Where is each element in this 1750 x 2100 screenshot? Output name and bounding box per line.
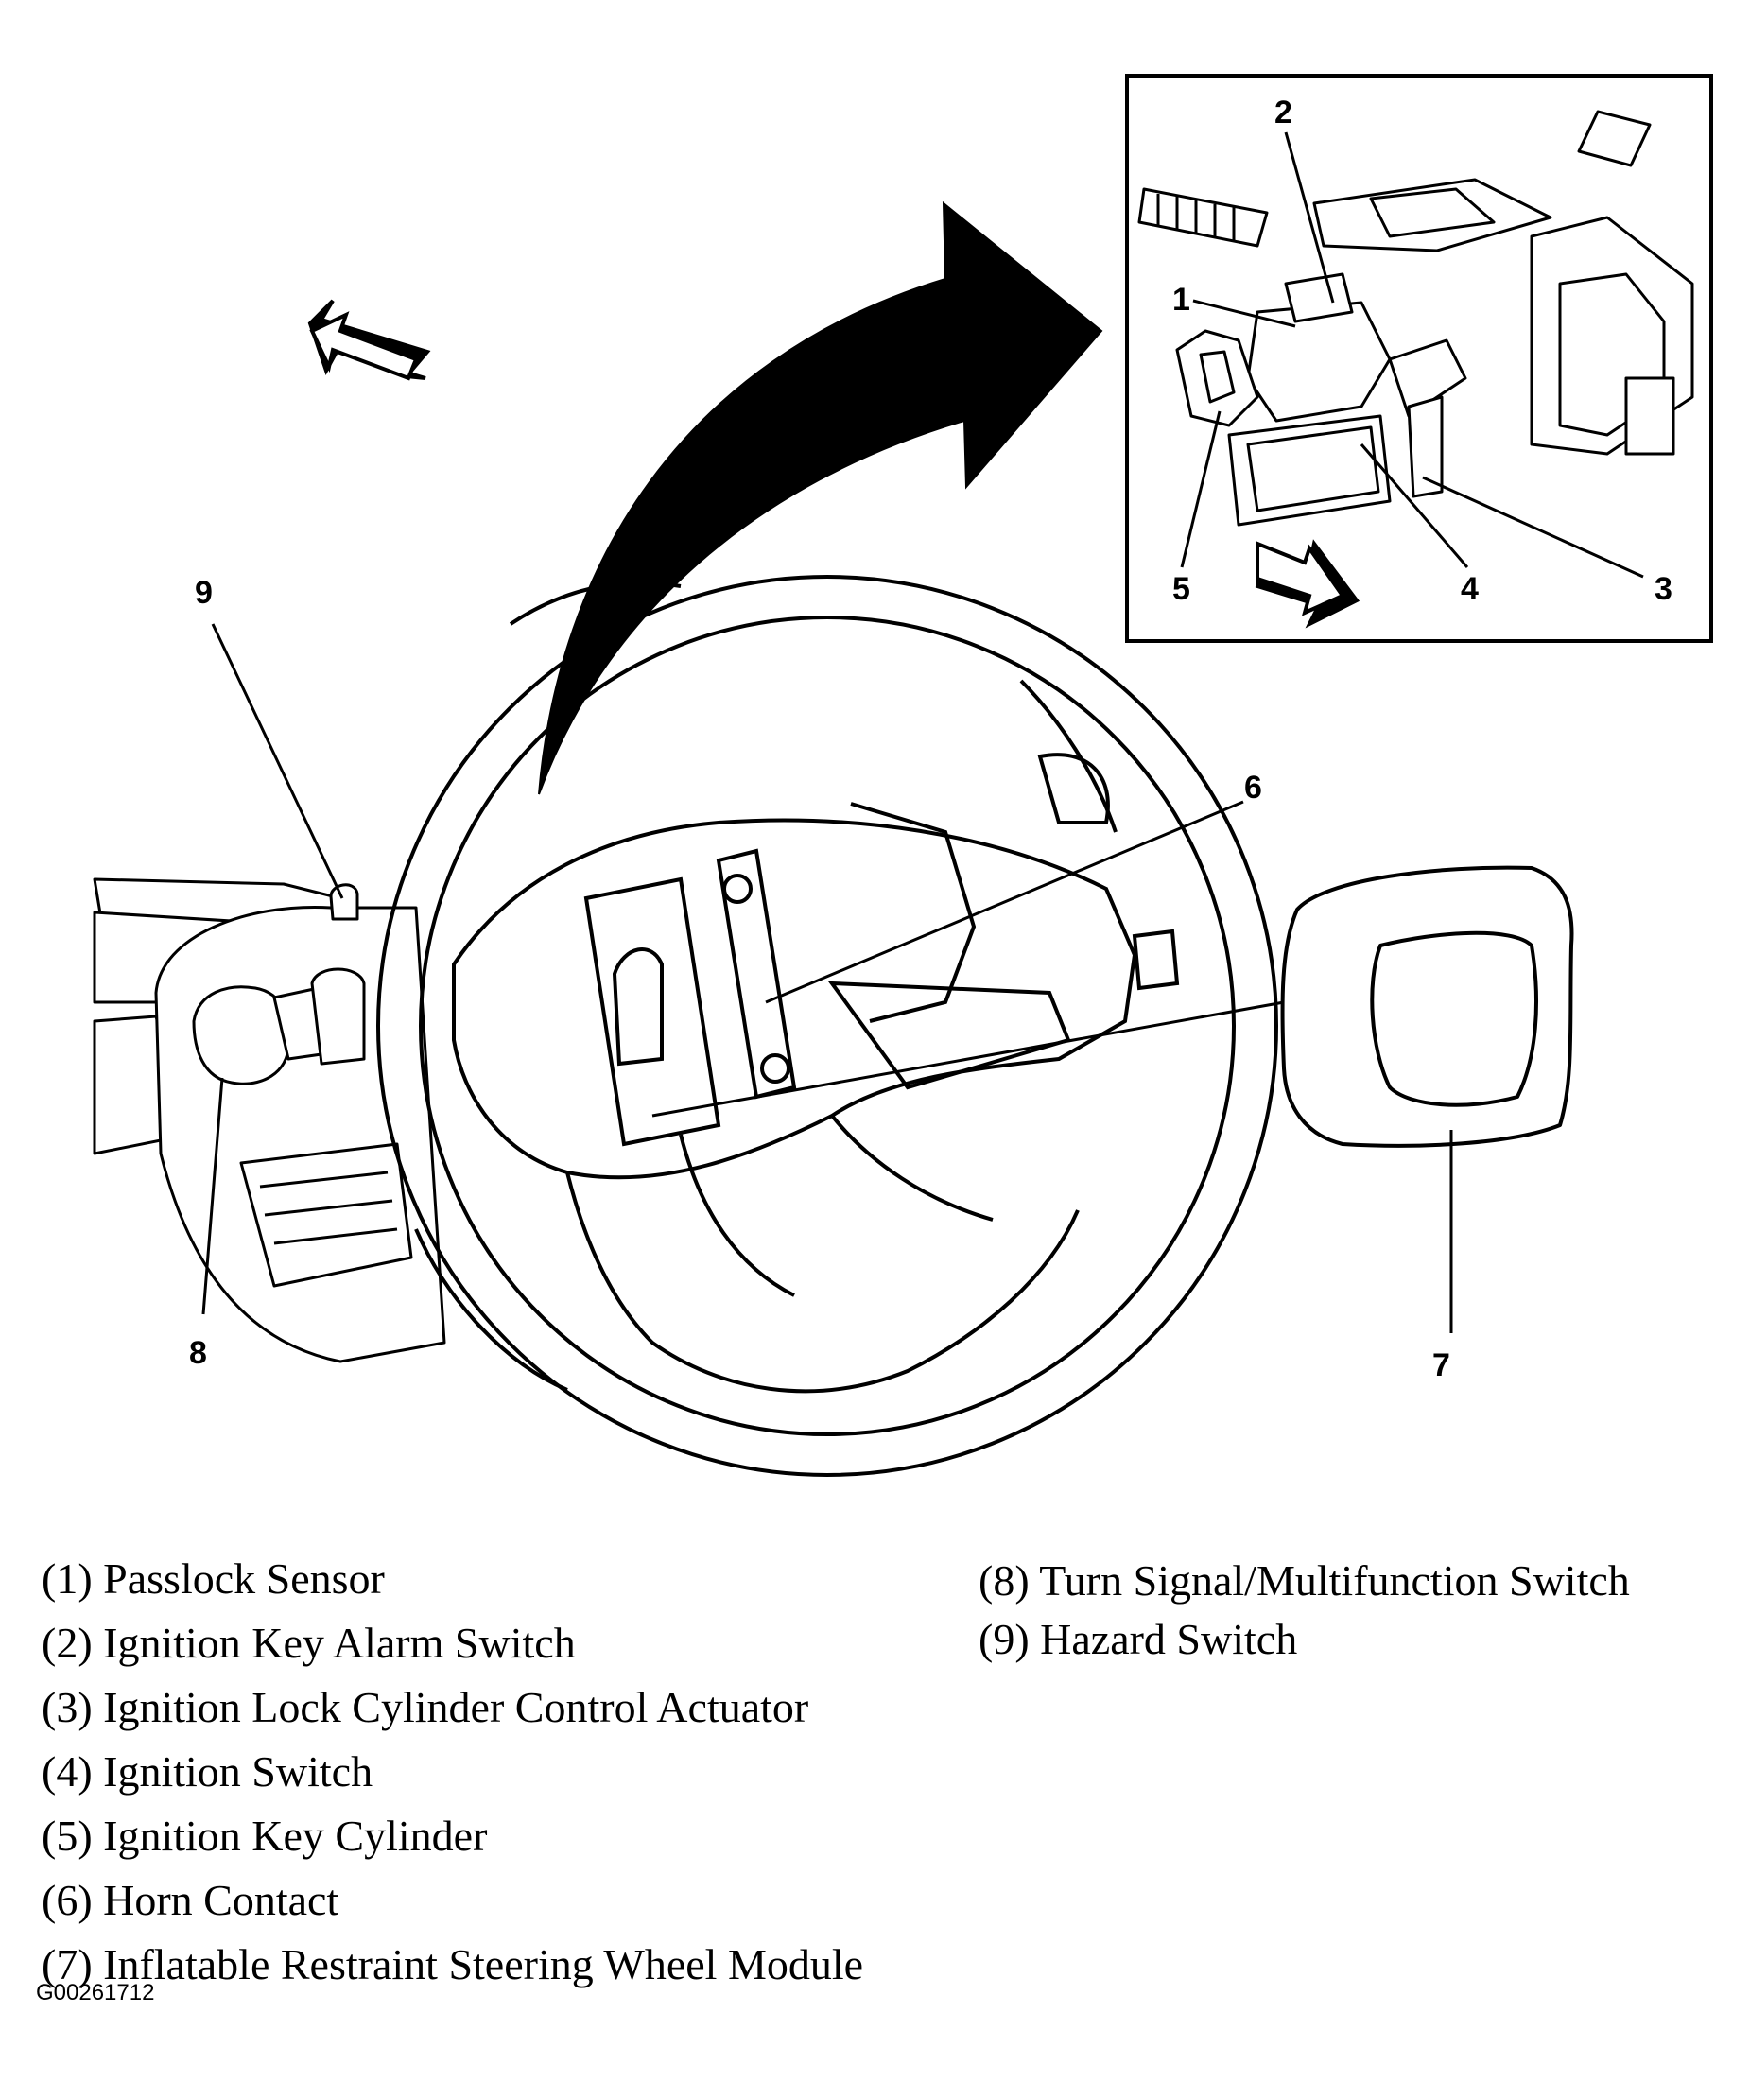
steering-column-diagram: 1 2 3 4 5 6 7 8 9 xyxy=(93,74,1713,1477)
legend-item-ignition-switch: (4) Ignition Switch xyxy=(42,1747,373,1796)
callout-9: 9 xyxy=(195,575,213,611)
callout-6: 6 xyxy=(1244,770,1262,806)
column-and-dash xyxy=(93,877,446,1363)
callout-7: 7 xyxy=(1432,1347,1450,1383)
callout-2: 2 xyxy=(1274,95,1292,130)
callout-1: 1 xyxy=(1172,282,1190,318)
inset-direction-arrow xyxy=(1255,539,1360,629)
inset-leader-lines xyxy=(1180,131,1644,579)
legend-item-hazard-switch: (9) Hazard Switch xyxy=(979,1615,1298,1663)
airbag-module xyxy=(1280,865,1574,1148)
callout-8: 8 xyxy=(189,1335,207,1371)
legend-item-ignition-lock-cylinder-control-actuator: (3) Ignition Lock Cylinder Control Actua… xyxy=(42,1683,809,1731)
legend-item-inflatable-restraint-module: (7) Inflatable Restraint Steering Wheel … xyxy=(42,1940,864,1988)
callout-4: 4 xyxy=(1461,571,1479,607)
legend-item-horn-contact: (6) Horn Contact xyxy=(42,1876,339,1924)
legend-item-ignition-key-cylinder: (5) Ignition Key Cylinder xyxy=(42,1812,488,1860)
direction-arrow-upper-left xyxy=(307,299,431,381)
large-curved-arrow xyxy=(538,200,1103,795)
main-leader-lines xyxy=(201,623,1453,1333)
callout-5: 5 xyxy=(1172,571,1190,607)
legend-item-turn-signal-multifunction-switch: (8) Turn Signal/Multifunction Switch xyxy=(979,1556,1630,1605)
legend-item-ignition-key-alarm-switch: (2) Ignition Key Alarm Switch xyxy=(42,1619,576,1667)
legend-item-passlock-sensor: (1) Passlock Sensor xyxy=(42,1554,385,1603)
figure-id: G00261712 xyxy=(36,1980,155,2005)
steering-wheel xyxy=(376,575,1278,1477)
inset-column-detail xyxy=(1137,110,1694,527)
callout-3: 3 xyxy=(1655,571,1672,607)
